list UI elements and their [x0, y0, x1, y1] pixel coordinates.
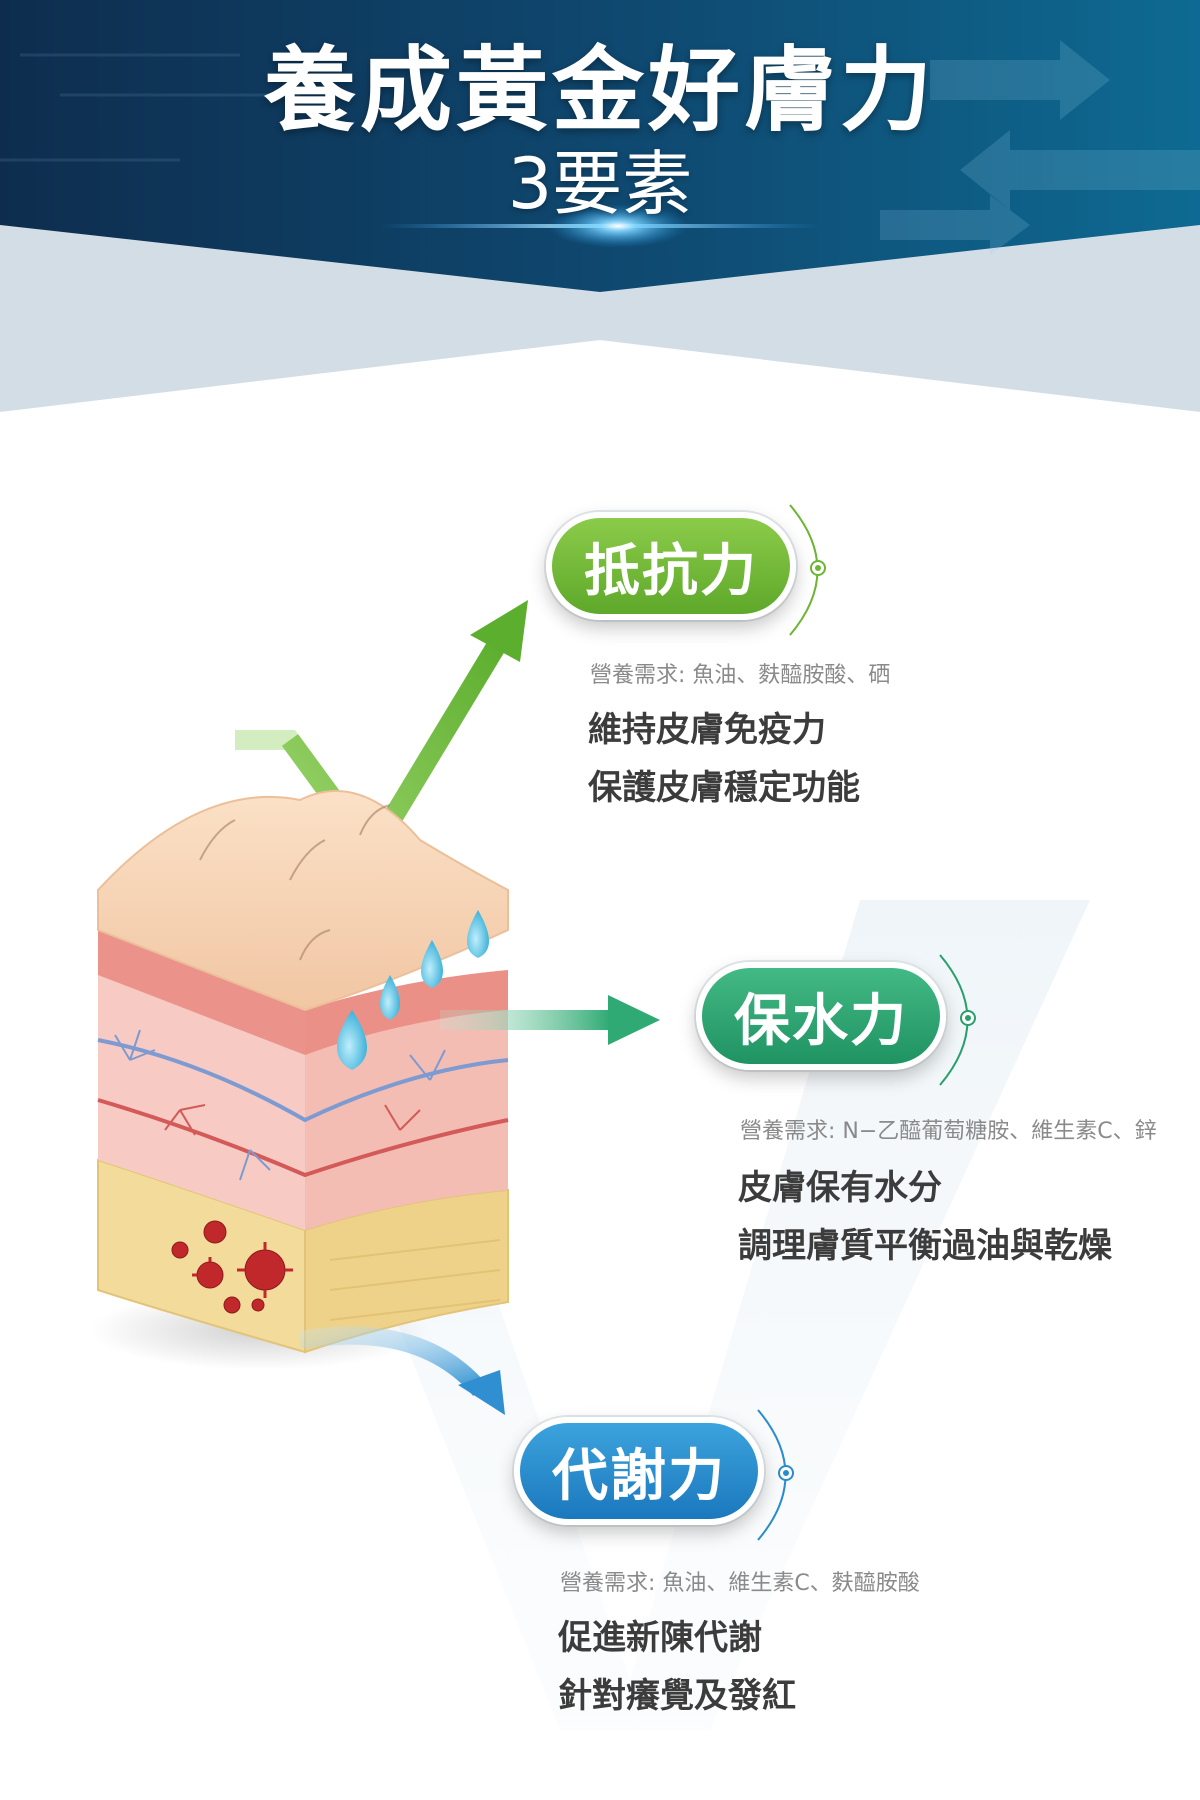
factor-benefit: 皮膚保有水分	[738, 1168, 942, 1208]
page-title: 養成黃金好膚力	[263, 37, 936, 144]
factor-label: 抵抗力	[584, 538, 758, 604]
factor-label: 保水力	[734, 988, 908, 1054]
factor-metabolism-badge: 代謝力	[514, 1417, 764, 1525]
factor-resistance-badge: 抵抗力	[546, 512, 796, 620]
factor-benefit: 促進新陳代謝	[558, 1618, 762, 1658]
page-subtitle: 3要素	[507, 143, 693, 225]
factor-label: 代謝力	[552, 1443, 726, 1509]
factor-benefit: 保護皮膚穩定功能	[588, 768, 860, 808]
factor-hydration-badge: 保水力	[696, 962, 946, 1070]
factor-benefit: 針對癢覺及發紅	[558, 1676, 796, 1716]
factor-benefit: 調理膚質平衡過油與乾燥	[738, 1226, 1112, 1266]
factor-nutrition: 營養需求: 魚油、麩醯胺酸、硒	[590, 663, 891, 688]
factor-benefit: 維持皮膚免疫力	[588, 710, 826, 750]
factor-nutrition: 營養需求: N−乙醯葡萄糖胺、維生素C、鋅	[740, 1119, 1157, 1144]
factor-nutrition: 營養需求: 魚油、維生素C、麩醯胺酸	[560, 1571, 920, 1596]
